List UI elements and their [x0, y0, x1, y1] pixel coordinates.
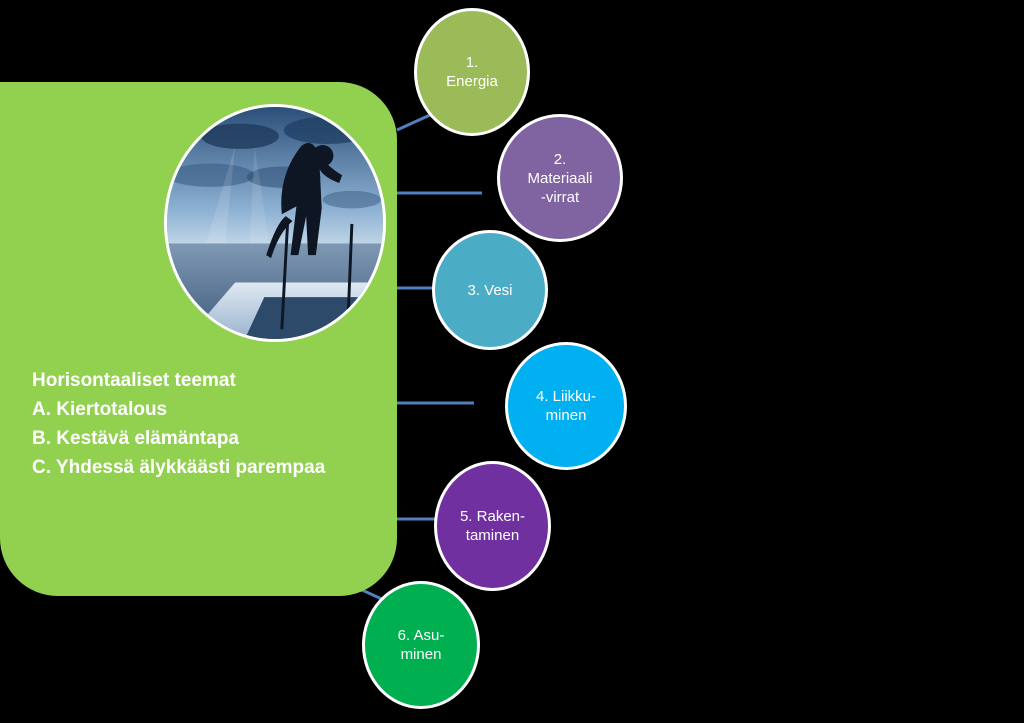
- theme-node-vesi: 3. Vesi: [432, 230, 548, 350]
- photo-circle: [164, 104, 386, 342]
- theme-item-yhdessa-alykkaasti: C. Yhdessä älykkäästi parempaa: [32, 457, 326, 478]
- theme-item-kiertotalous: A. Kiertotalous: [32, 399, 168, 420]
- theme-node-rakentaminen: 5. Raken- taminen: [434, 461, 551, 591]
- horizontal-themes-list: Horisontaaliset teemat A. Kiertotalous B…: [32, 366, 392, 482]
- theme-node-materiaalivirrat: 2. Materiaali -virrat: [497, 114, 623, 242]
- theme-node-liikkuminen: 4. Liikku- minen: [505, 342, 627, 470]
- horizontal-themes-heading: Horisontaaliset teemat: [32, 370, 236, 391]
- theme-item-kestava-elamantapa: B. Kestävä elämäntapa: [32, 428, 239, 449]
- connector-line-energia: [396, 113, 431, 132]
- theme-node-energia: 1. Energia: [414, 8, 530, 136]
- ice-swimmer-photo: [167, 107, 383, 339]
- theme-node-asuminen: 6. Asu- minen: [362, 581, 480, 709]
